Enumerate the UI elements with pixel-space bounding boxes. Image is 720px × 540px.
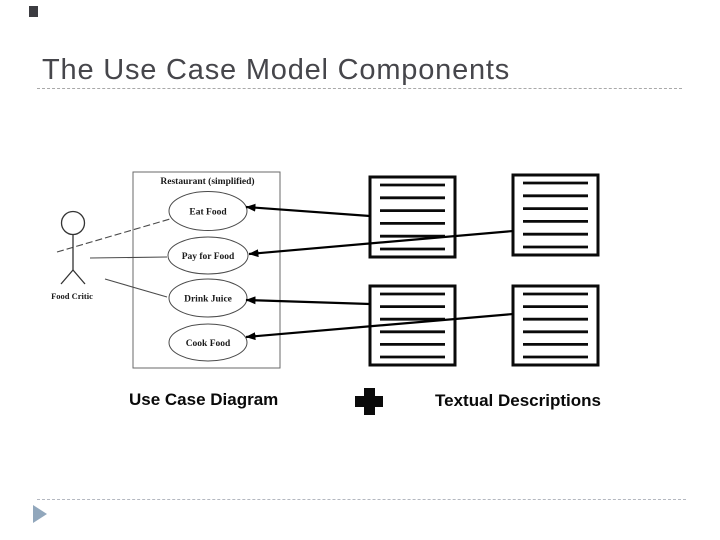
system-boundary-label: Restaurant (simplified) — [160, 176, 254, 187]
actor-figure — [60, 210, 86, 285]
use-case-ellipse-cook-food — [168, 323, 248, 362]
use-case-label-drink-juice: Drink Juice — [184, 295, 232, 305]
caption-textual-descriptions: Textual Descriptions — [435, 391, 601, 410]
actor-label: Food Critic — [51, 291, 93, 301]
association-lines — [56, 218, 171, 298]
actor-leg-left — [60, 269, 74, 285]
association-line-drink-juice — [104, 278, 168, 298]
connector-arrow-eat-food — [245, 203, 371, 218]
association-line-pay-for-food — [89, 256, 168, 259]
connector-arrows — [245, 203, 514, 341]
use-case-label-pay-for-food: Pay for Food — [182, 252, 235, 262]
document-icon — [368, 175, 457, 259]
use-case-label-cook-food: Cook Food — [186, 339, 231, 349]
document-icon — [511, 173, 600, 257]
document-icons — [368, 173, 600, 367]
use-case-label-eat-food: Eat Food — [189, 208, 227, 218]
slide-title: The Use Case Model Components — [42, 54, 511, 86]
plus-icon — [355, 388, 383, 415]
connector-arrow-cook-food — [245, 312, 514, 341]
footer-arrow-icon — [33, 505, 47, 523]
cursor-artifact — [29, 6, 38, 17]
use-case-diagram-image: Restaurant (simplified) Eat Food Pay for… — [51, 171, 600, 369]
actor-head — [60, 210, 86, 236]
document-icon — [511, 284, 600, 367]
footer-divider — [37, 499, 686, 500]
caption-use-case-diagram: Use Case Diagram — [129, 390, 279, 409]
connector-arrow-pay-for-food — [248, 229, 514, 258]
connector-arrow-drink-juice — [245, 296, 371, 306]
actor-leg-right — [72, 269, 86, 285]
use-case-ellipse-pay-for-food — [167, 236, 249, 275]
use-case-ellipses — [167, 191, 249, 362]
title-divider — [37, 88, 682, 89]
